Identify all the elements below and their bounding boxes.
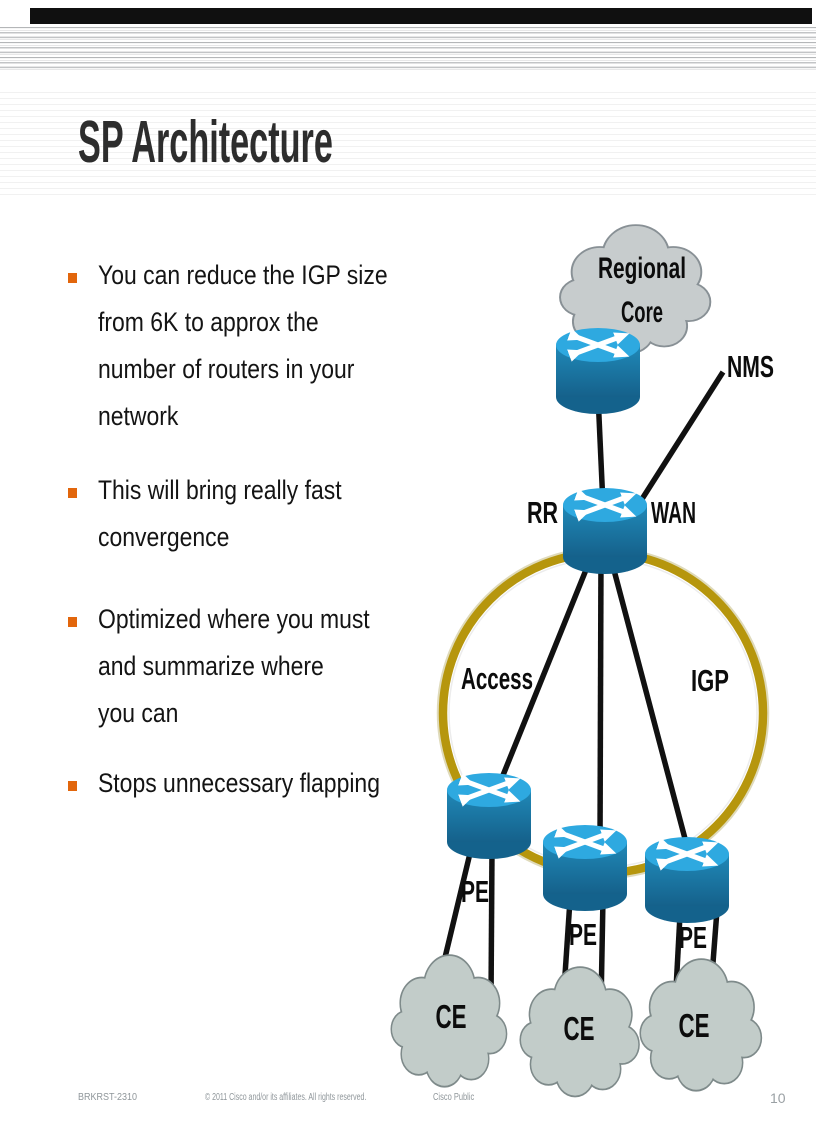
label-pe1: PE — [461, 874, 489, 909]
bullet-item-1: You can reduce the IGP size from 6K to a… — [68, 252, 439, 440]
label-pe3: PE — [679, 920, 707, 955]
link-rr-pe3 — [607, 554, 691, 851]
page-number: 10 — [770, 1090, 786, 1106]
label-core: Core — [621, 296, 663, 329]
bullet-line: and summarize where — [98, 651, 324, 681]
bullet-square-icon — [68, 781, 77, 791]
bullet-line: convergence — [98, 522, 230, 552]
scan-noise-stripes — [0, 27, 816, 72]
label-access: Access — [461, 661, 533, 696]
pe1-router-icon — [447, 773, 531, 859]
pe3-router-icon — [645, 837, 729, 923]
slide-title: SP Architecture — [78, 109, 333, 175]
core-router-icon — [556, 328, 640, 414]
rr-router-icon — [563, 488, 647, 574]
link-rr-pe2 — [597, 554, 604, 846]
link-rr-nms — [632, 370, 726, 512]
label-rr: RR — [527, 495, 558, 530]
bullet-line: you can — [98, 698, 179, 728]
label-wan: WAN — [651, 495, 696, 530]
bullet-line: This will bring really fast — [98, 475, 342, 505]
scan-noise-stripes-faint — [0, 92, 816, 196]
link-pe1-ce1-b — [488, 849, 495, 1003]
label-pe2: PE — [569, 917, 597, 952]
label-ce2: CE — [564, 1010, 595, 1047]
bullet-line: Stops unnecessary flapping — [98, 768, 380, 798]
label-ce3: CE — [679, 1007, 710, 1044]
bullet-line: You can reduce the IGP size — [98, 260, 388, 290]
bullet-item-2: This will bring really fast convergence — [68, 467, 385, 561]
pe2-router-icon — [543, 825, 627, 911]
bullet-line: Optimized where you must — [98, 604, 370, 634]
footer-copyright: © 2011 Cisco and/or its affiliates. All … — [205, 1092, 367, 1103]
bullet-square-icon — [68, 273, 77, 283]
bullet-square-icon — [68, 488, 77, 498]
bullet-item-4: Stops unnecessary flapping — [68, 760, 430, 807]
scan-noise-bar — [30, 8, 812, 24]
bullet-item-3: Optimized where you must and summarize w… — [68, 596, 418, 737]
bullet-line: from 6K to approx the — [98, 307, 319, 337]
bullet-line: number of routers in your — [98, 354, 355, 384]
label-nms: NMS — [727, 349, 774, 384]
bullet-square-icon — [68, 617, 77, 627]
label-igp: IGP — [691, 663, 729, 698]
connection-lines — [433, 370, 726, 1009]
label-regional: Regional — [598, 252, 686, 285]
link-rr-pe1 — [492, 553, 595, 797]
footer-session-id: BRKRST-2310 — [78, 1092, 138, 1103]
footer-classification: Cisco Public — [433, 1092, 475, 1103]
bullet-line: network — [98, 401, 179, 431]
label-ce1: CE — [436, 998, 467, 1035]
